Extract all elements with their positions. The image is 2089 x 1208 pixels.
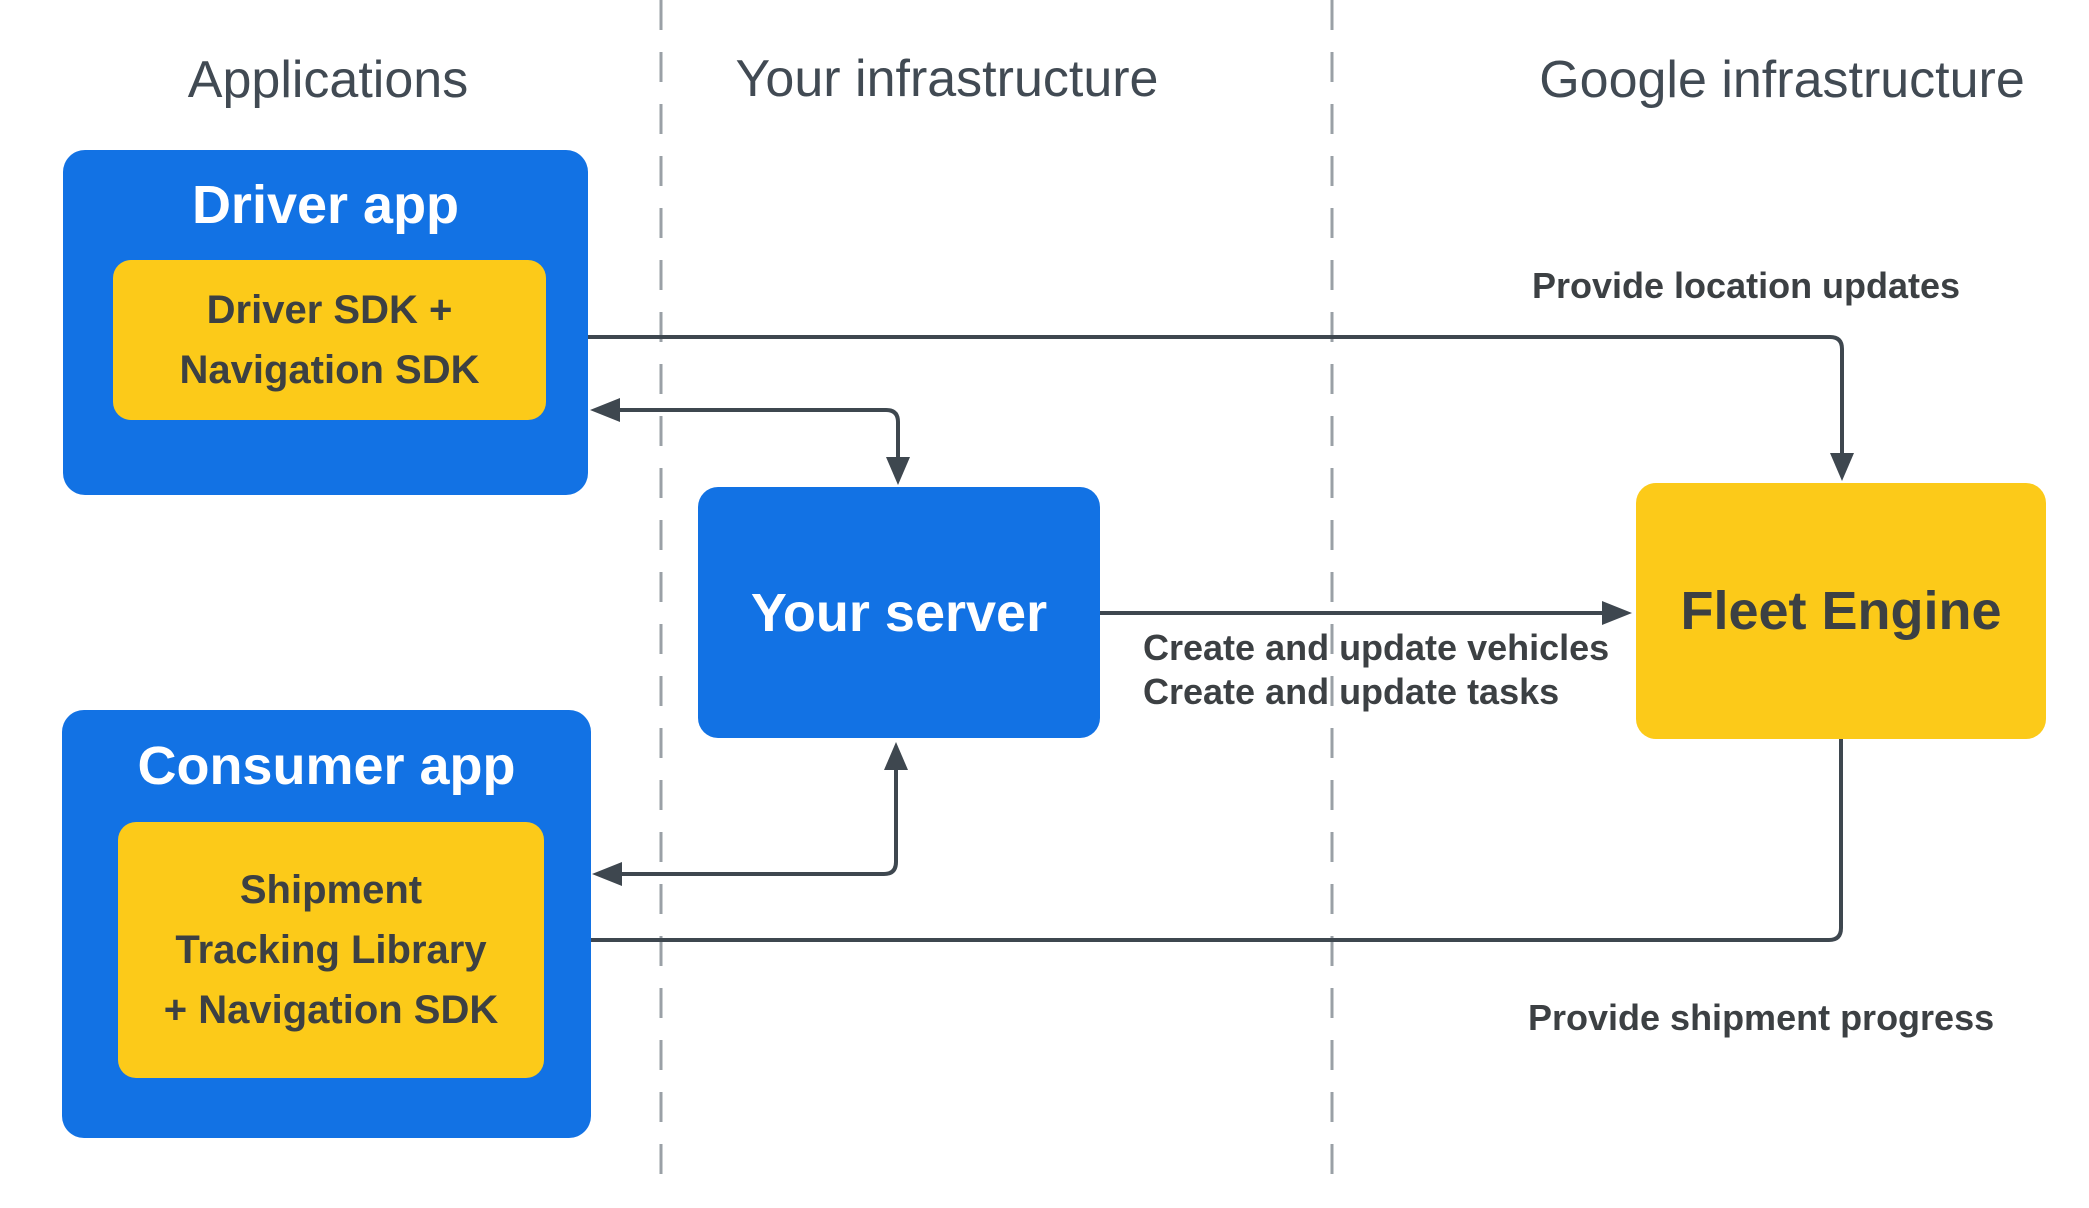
consumer-app-node: Consumer app Shipment Tracking Library +… xyxy=(62,710,591,1138)
arrowhead-into-consumer-app xyxy=(592,862,622,886)
driver-sdk-line-2: Navigation SDK xyxy=(179,348,480,392)
driver-sdk-line-1: Driver SDK + xyxy=(206,288,453,332)
label-provide-shipment-progress: Provide shipment progress xyxy=(1528,997,1995,1038)
arrow-consumer-app-your-server xyxy=(592,742,908,886)
arrowhead-into-your-server-bottom xyxy=(884,742,908,770)
arrowhead-into-driver-app xyxy=(590,398,620,422)
arrow-driver-sdk-fleet-engine xyxy=(548,325,1854,481)
your-server-node: Your server xyxy=(698,487,1100,738)
label-create-and-update: Create and update vehicles Create and up… xyxy=(1143,626,1609,714)
shipment-library-line-3: + Navigation SDK xyxy=(163,988,499,1032)
arrow-fleet-engine-consumer-app xyxy=(548,739,1843,952)
column-header-applications: Applications xyxy=(187,51,469,109)
shipment-library-line-2: Tracking Library xyxy=(175,928,487,972)
label-create-update-tasks: Create and update tasks xyxy=(1143,671,1560,712)
your-server-title: Your server xyxy=(750,582,1048,643)
fleet-engine-node: Fleet Engine xyxy=(1636,483,2046,739)
column-header-google-infrastructure: Google infrastructure xyxy=(1539,51,2025,109)
arrow-your-server-fleet-engine xyxy=(1100,601,1632,625)
arrowhead-into-fleet-engine-left xyxy=(1602,601,1632,625)
arrowhead-into-fleet-engine-top xyxy=(1830,453,1854,481)
driver-app-title: Driver app xyxy=(191,175,460,235)
arrow-driver-app-your-server xyxy=(590,398,910,485)
consumer-app-title: Consumer app xyxy=(137,736,516,796)
column-header-your-infrastructure: Your infrastructure xyxy=(735,50,1159,108)
label-provide-location-updates: Provide location updates xyxy=(1532,265,1961,306)
arrowhead-into-your-server-top xyxy=(886,457,910,485)
shipment-tracking-library-node: Shipment Tracking Library + Navigation S… xyxy=(118,822,544,1078)
driver-app-node: Driver app Driver SDK + Navigation SDK xyxy=(63,150,588,495)
fleet-engine-title: Fleet Engine xyxy=(1680,581,2002,641)
label-create-update-vehicles: Create and update vehicles xyxy=(1143,627,1610,668)
driver-sdk-node: Driver SDK + Navigation SDK xyxy=(113,260,546,420)
shipment-library-line-1: Shipment xyxy=(239,868,423,912)
